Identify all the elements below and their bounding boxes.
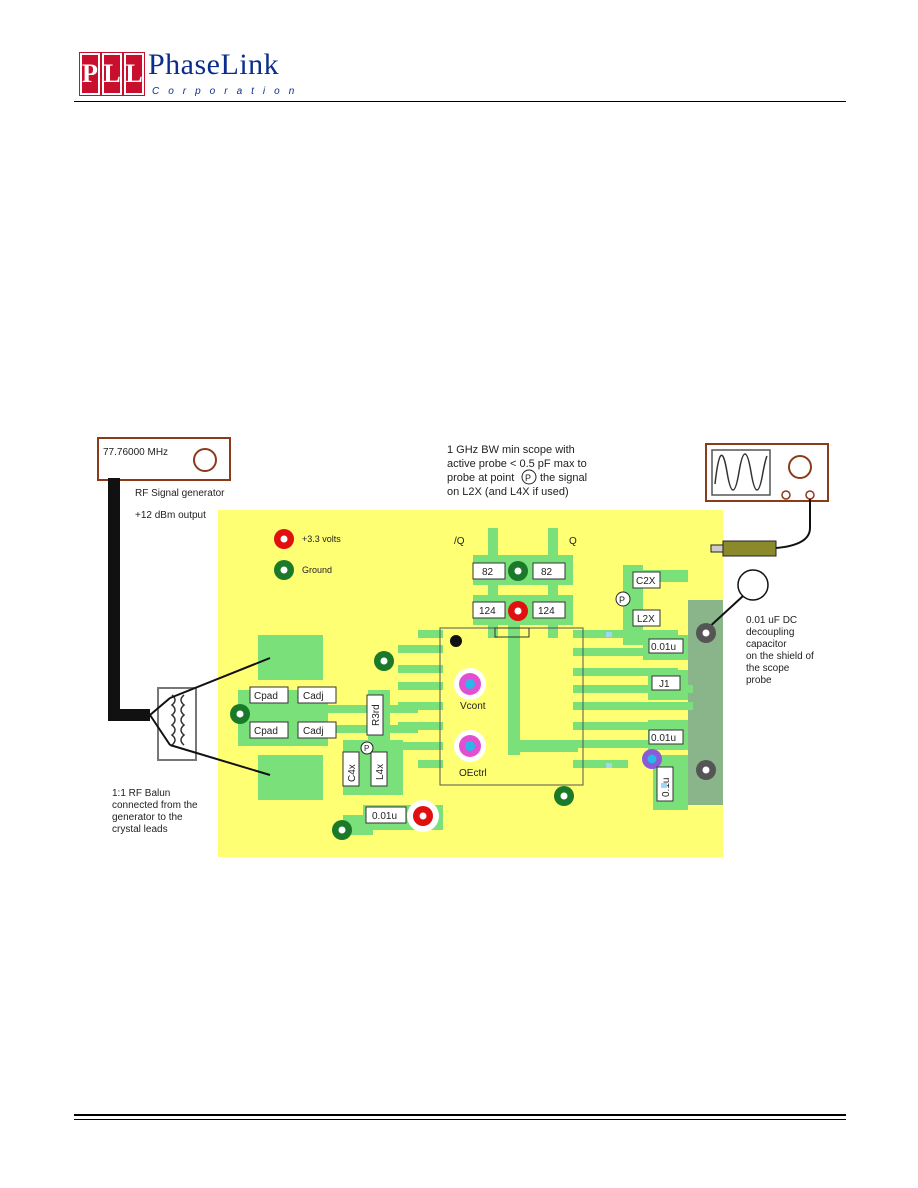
cpad-top: Cpad bbox=[254, 691, 278, 702]
decoupling-note-1: 0.01 uF DC bbox=[746, 615, 797, 626]
generator-frequency: 77.76000 MHz bbox=[103, 447, 168, 458]
footer-rule-thick bbox=[74, 1114, 846, 1116]
shield-pad-2-hole bbox=[702, 766, 710, 774]
ground-pad-5-hole bbox=[514, 567, 522, 575]
ic-notch bbox=[494, 627, 530, 638]
cadj-top: Cadj bbox=[303, 691, 324, 702]
power-pad-legend-hole bbox=[280, 535, 288, 543]
company-name: PhaseLink bbox=[148, 48, 280, 81]
scope-probe-cable bbox=[775, 499, 811, 549]
j1-label: J1 bbox=[659, 679, 670, 690]
ground-pad-4-hole bbox=[560, 792, 568, 800]
header-rule bbox=[74, 101, 846, 102]
scope-note-4: on L2X (and L4X if used) bbox=[447, 486, 569, 498]
shield-pad-1-hole bbox=[702, 629, 710, 637]
decoupling-note-5: the scope bbox=[746, 663, 790, 674]
footer-rule-thin bbox=[74, 1119, 846, 1120]
balun-coil-left bbox=[170, 694, 176, 746]
trace-accents bbox=[606, 632, 667, 788]
scope-note-1: 1 GHz BW min scope with bbox=[447, 444, 575, 456]
cpad-bottom: Cpad bbox=[254, 726, 278, 737]
qbar-label: /Q bbox=[454, 536, 465, 547]
r82-left: 82 bbox=[482, 567, 494, 578]
l2x-label: L2X bbox=[637, 614, 655, 625]
r82-right: 82 bbox=[541, 567, 553, 578]
balun-note-1: 1:1 RF Balun bbox=[112, 788, 170, 799]
decoupling-note-2: decoupling bbox=[746, 627, 794, 638]
balun-lead-in2 bbox=[149, 714, 171, 746]
scope-note-2: active probe < 0.5 pF max to bbox=[447, 458, 587, 470]
generator-label: RF Signal generator bbox=[135, 488, 225, 499]
signal-generator bbox=[97, 437, 231, 481]
vcont-via-center bbox=[465, 679, 475, 689]
legend-power: +3.3 volts bbox=[302, 534, 341, 544]
c4x-label: C4x bbox=[347, 764, 358, 782]
ground-pad-3-hole bbox=[338, 826, 346, 834]
scope-probe-body bbox=[722, 540, 777, 557]
rf-cable bbox=[108, 478, 150, 721]
probe-point-l4x-symbol: P bbox=[364, 744, 369, 753]
power-pad-1-hole bbox=[514, 607, 522, 615]
cap-bottom-label: 0.01u bbox=[372, 811, 397, 822]
scope-note-3a: probe at point bbox=[447, 472, 514, 484]
probe-point-icon bbox=[521, 469, 537, 485]
q-label: Q bbox=[569, 536, 577, 547]
generator-knob bbox=[193, 448, 217, 472]
balun-note-4: crystal leads bbox=[112, 824, 168, 835]
scope-waveform-icon bbox=[714, 453, 768, 491]
c2x-label: C2X bbox=[636, 576, 656, 587]
scope-probe-tip bbox=[710, 544, 724, 553]
decoupling-note-4: on the shield of bbox=[746, 651, 814, 662]
scope-knob bbox=[788, 455, 812, 479]
balun-note-3: generator to the bbox=[112, 812, 183, 823]
diagram-canvas: 77.76000 MHz RF Signal generator +12 dBm… bbox=[97, 437, 829, 857]
scope-jack-1 bbox=[781, 490, 791, 500]
r124-right: 124 bbox=[538, 606, 555, 617]
l4x-label: L4x bbox=[375, 764, 386, 780]
vcont-label: Vcont bbox=[460, 701, 486, 712]
logo-letter-p: P bbox=[79, 52, 101, 96]
probe-shield-wire bbox=[705, 595, 744, 631]
r3rd-label: R3rd bbox=[371, 704, 382, 726]
scope-screen bbox=[711, 449, 771, 496]
logo-mark: P L L bbox=[79, 52, 145, 96]
decoupling-note-6: probe bbox=[746, 675, 772, 686]
component-boxes bbox=[249, 562, 684, 824]
cap-right-mid-label: 0.01u bbox=[651, 733, 676, 744]
rf-balun bbox=[157, 687, 197, 761]
oectrl-label: OEctrl bbox=[459, 768, 487, 779]
balun-lead-top bbox=[169, 657, 271, 699]
company-subtitle: Corporation bbox=[152, 86, 304, 97]
test-setup-diagram: 77.76000 MHz RF Signal generator +12 dBm… bbox=[78, 420, 838, 880]
probe-point-l2x-icon bbox=[615, 591, 631, 607]
pin1-dot bbox=[450, 635, 462, 647]
r124-left: 124 bbox=[479, 606, 496, 617]
logo-letter-l2: L bbox=[123, 52, 145, 96]
scope-note-3b: the signal bbox=[540, 472, 587, 484]
decoupling-note-3: capacitor bbox=[746, 639, 787, 650]
ground-pad-1-hole bbox=[380, 657, 388, 665]
balun-lead-in1 bbox=[149, 697, 171, 716]
legend-ground: Ground bbox=[302, 565, 332, 575]
probe-point-l4x-icon bbox=[360, 741, 374, 755]
balun-note-2: connected from the bbox=[112, 800, 198, 811]
generator-output: +12 dBm output bbox=[135, 510, 206, 521]
logo-letter-l1: L bbox=[101, 52, 123, 96]
ground-pad-legend-hole bbox=[280, 566, 288, 574]
decoupling-cap-loop bbox=[737, 569, 769, 601]
right-via-center bbox=[647, 754, 657, 764]
page-header: P L L PhaseLink Corporation bbox=[0, 0, 918, 110]
balun-coil-right bbox=[180, 694, 186, 746]
power-pad-2-hole bbox=[419, 812, 427, 820]
cadj-bottom: Cadj bbox=[303, 726, 324, 737]
probe-point-l2x-symbol: P bbox=[619, 595, 625, 605]
cap-right-top-label: 0.01u bbox=[651, 642, 676, 653]
balun-lead-bottom bbox=[169, 744, 271, 776]
oectrl-via-center bbox=[465, 741, 475, 751]
ground-pad-2-hole bbox=[236, 710, 244, 718]
probe-point-symbol: P bbox=[525, 473, 531, 483]
